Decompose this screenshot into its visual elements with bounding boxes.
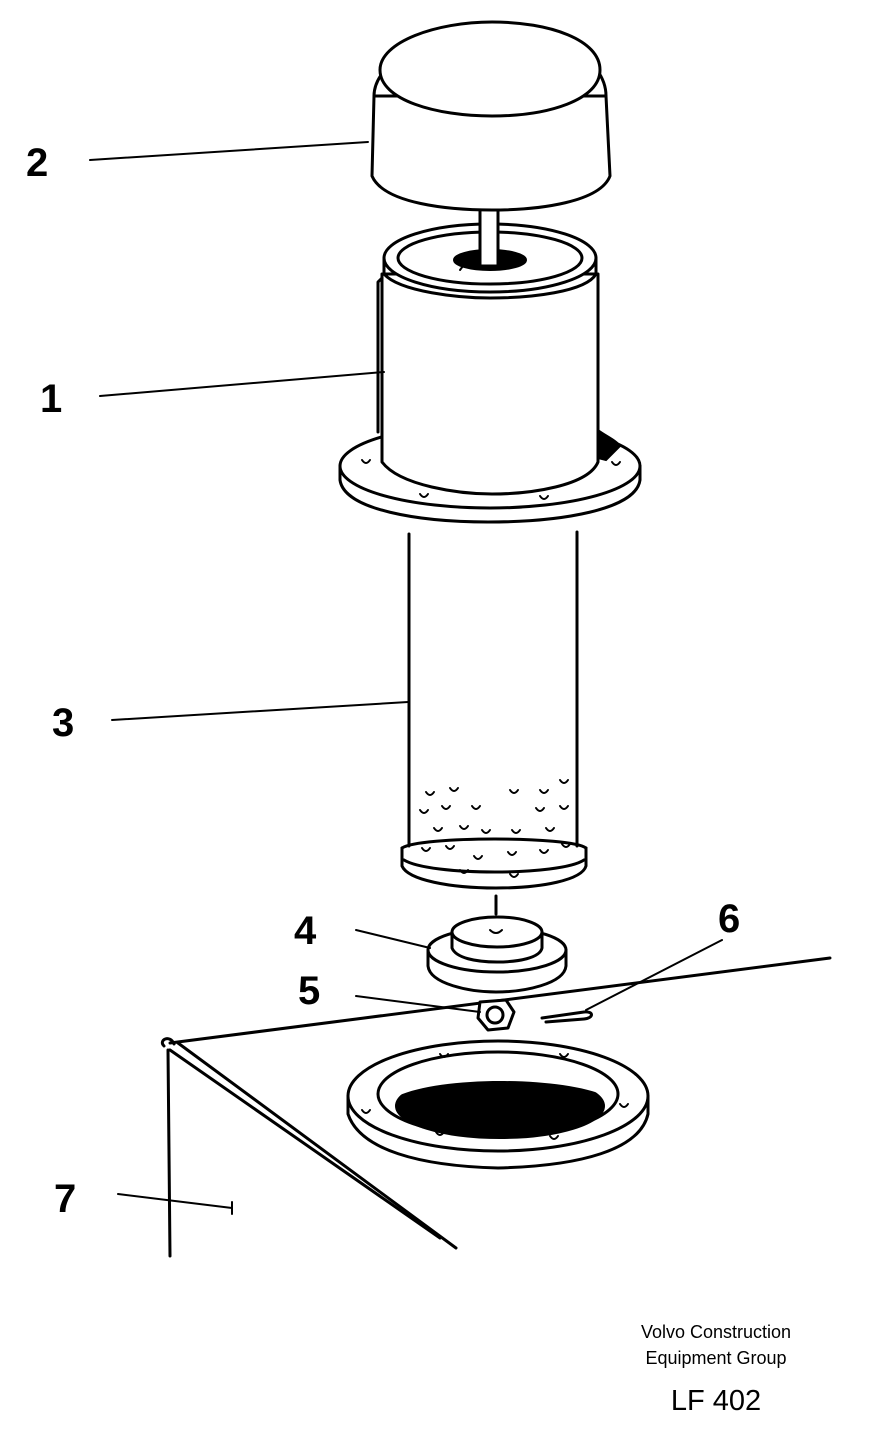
strainer-perforations bbox=[419, 779, 571, 878]
filler-basket-part-1 bbox=[338, 222, 642, 524]
drawing-code: LF 402 bbox=[671, 1385, 761, 1417]
callout-7: 7 bbox=[54, 1177, 76, 1221]
leader-2 bbox=[89, 141, 369, 161]
callout-6: 6 bbox=[718, 897, 740, 941]
leader-5 bbox=[355, 995, 481, 1013]
leader-3 bbox=[111, 701, 409, 721]
callout-4: 4 bbox=[294, 909, 317, 953]
nut-part-5 bbox=[476, 998, 516, 1032]
callout-1: 1 bbox=[40, 377, 62, 421]
leader-4 bbox=[355, 929, 431, 949]
callout-3: 3 bbox=[52, 701, 74, 745]
callout-5: 5 bbox=[298, 969, 320, 1013]
leader-6 bbox=[585, 939, 723, 1011]
company-name-line2: Equipment Group bbox=[645, 1348, 786, 1368]
strainer-part-3 bbox=[400, 530, 588, 916]
company-name-line1: Volvo Construction bbox=[641, 1322, 791, 1342]
leader-7 bbox=[117, 1193, 233, 1209]
leader-lines bbox=[89, 141, 723, 1215]
callout-2: 2 bbox=[26, 141, 48, 185]
leader-1 bbox=[99, 371, 385, 397]
holder-disc-part-4 bbox=[426, 915, 568, 994]
cotter-pin-part-6 bbox=[540, 1010, 593, 1024]
filler-cap-part-2 bbox=[370, 20, 612, 268]
filler-neck-flange bbox=[346, 1039, 650, 1170]
